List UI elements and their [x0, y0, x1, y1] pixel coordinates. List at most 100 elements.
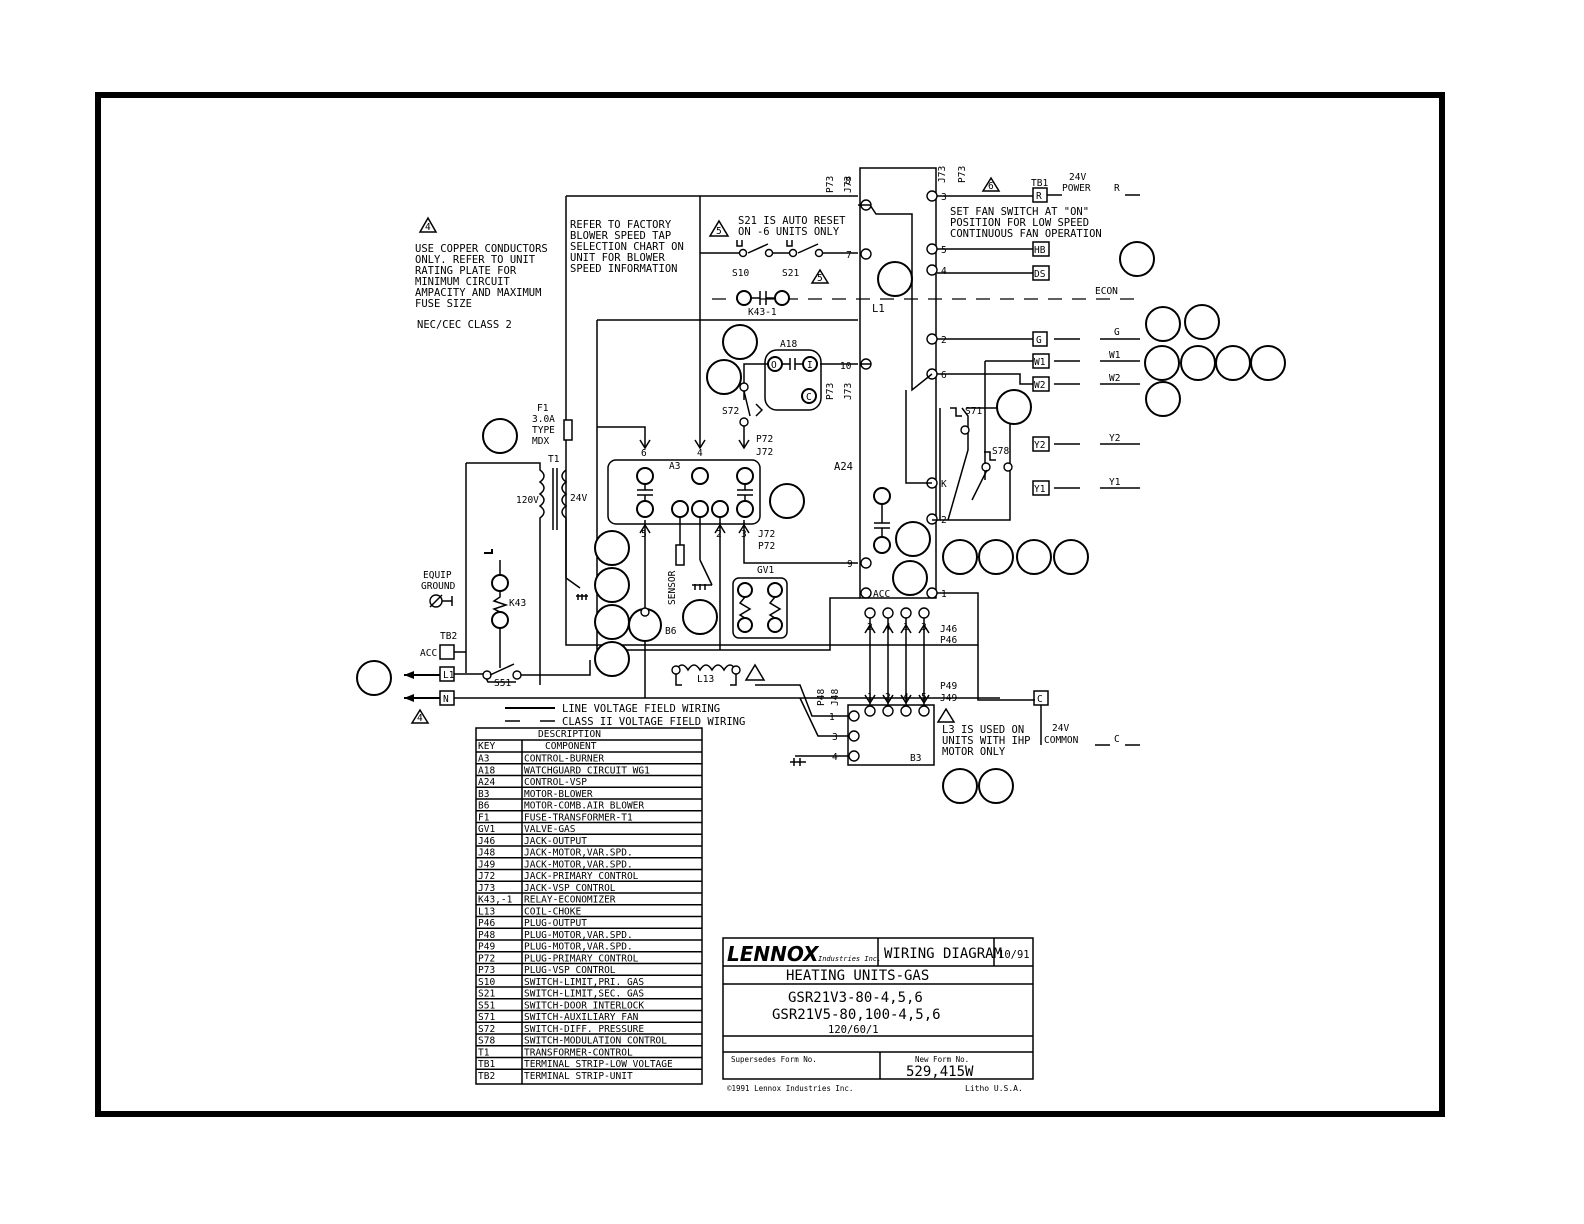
parts-table-header: DESCRIPTION: [538, 729, 601, 740]
a18-watchguard: A18 O I C S72 P72 J72: [722, 339, 822, 458]
note-6-line-1: SET FAN SWITCH AT "ON": [950, 206, 1089, 218]
model-line-2: GSR21V5-80,100-4,5,6: [772, 1007, 941, 1023]
class2-voltage-legend: CLASS II VOLTAGE FIELD WIRING: [562, 716, 745, 728]
parts-table-component: SWITCH-MODULATION CONTROL: [524, 1036, 667, 1047]
parts-table-component-header: COMPONENT: [545, 741, 597, 752]
copyright: ©1991 Lennox Industries Inc.: [727, 1084, 853, 1093]
l13-label: L13: [697, 674, 714, 685]
parts-table-component: SWITCH-DOOR INTERLOCK: [524, 1000, 644, 1011]
fuse-f1: F1 3.0A TYPE MDX: [532, 403, 573, 447]
parts-table-component: MOTOR-BLOWER: [524, 789, 593, 800]
note-6-marker: 6: [988, 181, 994, 192]
r-wire-label: R: [1114, 183, 1120, 194]
parts-table-component: PLUG-MOTOR,VAR.SPD.: [524, 930, 633, 941]
s71-label: S71: [965, 406, 982, 417]
parts-table-key: TB1: [478, 1059, 495, 1070]
factory-note-line-4: UNIT FOR BLOWER: [570, 252, 666, 264]
pin-2-label: 2: [941, 335, 947, 346]
equip-ground-line-1: EQUIP: [423, 570, 452, 581]
a3-label: A3: [669, 461, 680, 472]
common-24v-line-2: COMMON: [1044, 735, 1079, 746]
note-4-line-5: AMPACITY AND MAXIMUM: [415, 287, 541, 299]
factory-note-line-2: BLOWER SPEED TAP: [570, 230, 671, 242]
a18-c: C: [806, 392, 812, 403]
l1-label: L1: [872, 303, 885, 315]
acc-label: ACC: [420, 648, 437, 659]
note-4: 4 USE COPPER CONDUCTORS ONLY. REFER TO U…: [415, 216, 548, 331]
b3-pin-4: 4: [832, 752, 838, 763]
parts-table-component: VALVE-GAS: [524, 824, 576, 835]
note-6: 6 SET FAN SWITCH AT "ON" POSITION FOR LO…: [950, 176, 1102, 240]
pin-10-label: 10: [840, 361, 852, 372]
a3-pin-3: 3: [741, 529, 747, 540]
parts-table-component: TERMINAL STRIP-UNIT: [524, 1071, 633, 1082]
s51-label: S51: [494, 678, 511, 689]
j48-label: J48: [830, 689, 841, 706]
parts-table-key: J48: [478, 848, 495, 859]
gv1-label: GV1: [757, 565, 774, 576]
parts-table-component: RELAY-ECONOMIZER: [524, 895, 616, 906]
a18-label: A18: [780, 339, 797, 350]
doc-heading: HEATING UNITS-GAS: [786, 968, 929, 984]
note-5-line-2: ON -6 UNITS ONLY: [738, 226, 840, 238]
pin-k-label: K: [941, 479, 947, 490]
doc-date: 10/91: [998, 949, 1030, 961]
f1-line-4: MDX: [532, 436, 549, 447]
limit-switches: S10 S21 5: [700, 240, 858, 284]
f1-line-1: F1: [537, 403, 549, 414]
parts-table-key: S51: [478, 1000, 495, 1011]
parts-table-component: PLUG-OUTPUT: [524, 918, 587, 929]
g-wire-label: G: [1114, 327, 1120, 338]
terminal-c: C: [1037, 694, 1043, 705]
j73-label-mid: J73: [843, 383, 854, 400]
equip-ground: EQUIP GROUND: [421, 570, 456, 608]
terminal-r: R: [1036, 191, 1042, 202]
parts-table-key: P72: [478, 953, 495, 964]
note-5-marker: 5: [716, 226, 722, 237]
pin-8-label: 8: [845, 176, 851, 187]
note-4-marker: 4: [425, 222, 431, 233]
supersedes-label: Supersedes Form No.: [731, 1055, 817, 1064]
parts-table-component: WATCHGUARD CIRCUIT WG1: [524, 765, 650, 776]
new-form-number: 529,415W: [906, 1064, 974, 1080]
factory-note: REFER TO FACTORY BLOWER SPEED TAP SELECT…: [570, 219, 684, 275]
parts-table-component: MOTOR-COMB.AIR BLOWER: [524, 801, 644, 812]
lennox-logo: LENNOX: [727, 942, 820, 966]
j46-label: J46: [940, 624, 957, 635]
parts-table-component: JACK-MOTOR,VAR.SPD.: [524, 859, 633, 870]
a18-i: I: [807, 360, 813, 371]
s21-note-5-marker: 5: [817, 273, 823, 284]
parts-table-component: FUSE-TRANSFORMER-T1: [524, 812, 633, 823]
parts-table-key: T1: [478, 1047, 490, 1058]
drawing-frame: [95, 92, 1445, 1117]
parts-table-component: PLUG-VSP CONTROL: [524, 965, 616, 976]
parts-table-component: SWITCH-LIMIT,PRI. GAS: [524, 977, 644, 988]
econ-line: ECON: [712, 286, 1140, 300]
terminal-hb: HB: [1034, 245, 1046, 256]
parts-table-component: CONTROL-VSP: [524, 777, 587, 788]
p73-label-mid: P73: [825, 383, 836, 400]
parts-table-key: S71: [478, 1012, 495, 1023]
pin-3-label: 3: [941, 192, 947, 203]
j73-label-right: J73: [937, 166, 948, 183]
terminal-ds: DS: [1034, 269, 1046, 280]
k43-1-label: K43-1: [748, 307, 777, 318]
parts-table-component: SWITCH-LIMIT,SEC. GAS: [524, 989, 644, 1000]
s10-label: S10: [732, 268, 749, 279]
b3-pin-3: 3: [832, 732, 838, 743]
parts-table-key: P49: [478, 942, 495, 953]
a3-pin-5: 5: [641, 529, 647, 540]
w1-wire-label: W1: [1109, 350, 1121, 361]
parts-table-key: S72: [478, 1024, 495, 1035]
nec-class-note: NEC/CEC CLASS 2: [417, 319, 512, 331]
model-line-1: GSR21V3-80-4,5,6: [788, 990, 923, 1006]
power-24v-line-2: POWER: [1062, 183, 1091, 194]
terminal-w1: W1: [1034, 357, 1046, 368]
parts-table-component: PLUG-PRIMARY CONTROL: [524, 953, 639, 964]
parts-table-key: P73: [478, 965, 495, 976]
tb2-label: TB2: [440, 631, 457, 642]
pin-7-label: 7: [846, 250, 852, 261]
parts-table-component: JACK-VSP CONTROL: [524, 883, 616, 894]
w2-wire-label: W2: [1109, 373, 1120, 384]
